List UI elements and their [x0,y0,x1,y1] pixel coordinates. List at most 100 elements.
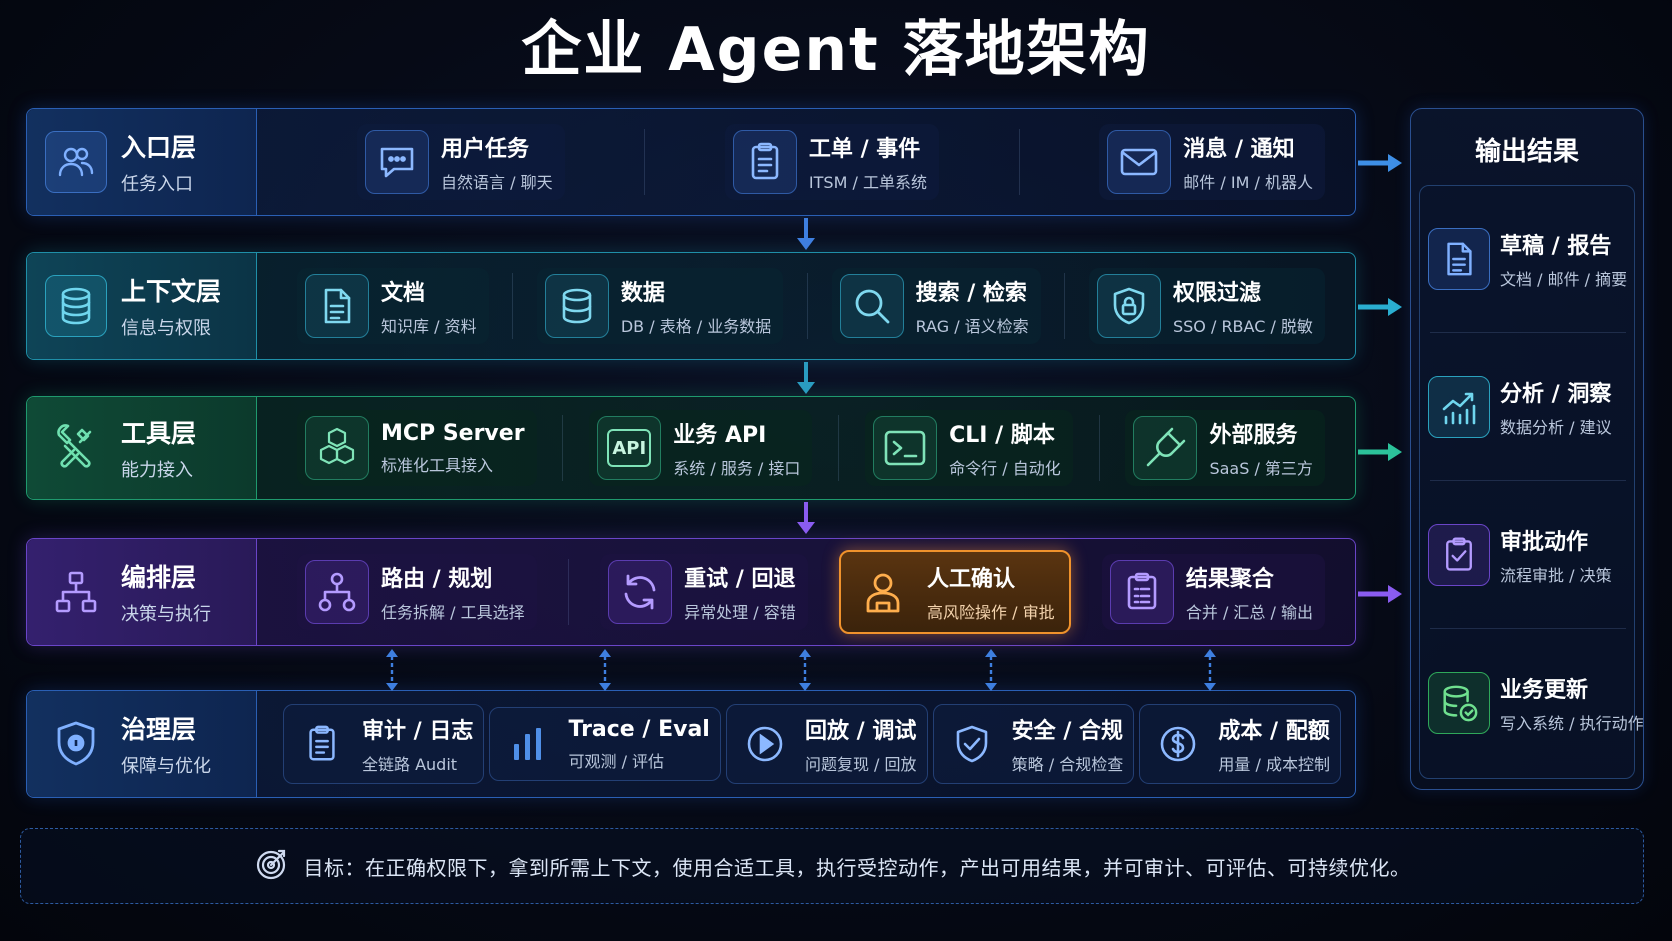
bidirectional-arrow [985,649,997,691]
item-search: 搜索 / 检索 RAG / 语义检索 [831,268,1041,344]
item-aggregate: 结果聚合合并 / 汇总 / 输出 [1101,554,1325,630]
bidirectional-arrow [799,649,811,691]
clipboard-icon [732,130,797,194]
item-replay: 回放 / 调试问题复现 / 回放 [725,704,928,784]
layer-label-orchestration: 编排层 决策与执行 [27,539,257,645]
separator [1098,415,1100,481]
checklist-icon [1109,560,1174,624]
item-sub: 自然语言 / 聊天 [441,173,553,192]
item-mcp-server: MCP Server 标准化工具接入 [297,410,537,486]
item-sub: 高风险操作 / 审批 [927,603,1055,622]
output-item-sub: 数据分析 / 建议 [1500,418,1612,437]
item-human-confirm: 人工确认高风险操作 / 审批 [839,550,1071,634]
page-title: 企业 Agent 落地架构 [521,15,1151,85]
item-retry: 重试 / 回退异常处理 / 容错 [600,554,808,630]
item-sub: 任务拆解 / 工具选择 [381,603,525,622]
separator [838,415,840,481]
down-arrow [797,502,815,534]
api-icon: API [597,416,662,480]
dollar-icon [1150,716,1206,772]
layer-name: 上下文层 [121,277,222,306]
person-icon [851,560,915,624]
item-sub: ITSM / 工单系统 [808,173,927,192]
bar-chart-icon [500,716,556,772]
separator [1018,129,1020,195]
item-sub: RAG / 语义检索 [915,317,1029,336]
output-item-approval: 审批动作流程审批 / 决策 [1420,482,1636,628]
goal-box: 目标：在正确权限下，拿到所需上下文，使用合适工具，执行受控动作，产出可用结果，并… [20,828,1644,904]
separator [806,273,808,339]
layer-name: 编排层 [121,563,197,592]
output-item-sub: 写入系统 / 执行动作 [1500,714,1644,733]
item-name: 文档 [381,281,426,306]
api-icon-label: API [607,429,652,467]
layer-sub: 信息与权限 [121,318,211,339]
cubes-icon [305,416,369,480]
right-arrow [1358,154,1402,172]
plug-icon [1133,416,1198,480]
item-sub: 全链路 Audit [362,755,458,774]
output-list: 草稿 / 报告文档 / 邮件 / 摘要 分析 / 洞察数据分析 / 建议 审批动… [1419,185,1644,779]
bidirectional-arrow [1204,649,1216,691]
item-cli: CLI / 脚本命令行 / 自动化 [865,410,1073,486]
output-item-name: 分析 / 洞察 [1500,382,1612,407]
bidirectional-arrow [599,649,611,691]
output-item-update: 业务更新写入系统 / 执行动作 [1420,630,1644,776]
layer-label-governance: 治理层 保障与优化 [27,691,257,797]
search-icon [839,274,904,338]
shield-check-icon [944,716,1000,772]
goal-text: 目标：在正确权限下，拿到所需上下文，使用合适工具，执行受控动作，产出可用结果，并… [303,855,1411,880]
separator [644,129,646,195]
chat-icon [365,130,429,194]
mail-icon [1107,130,1172,194]
layer-sub: 决策与执行 [121,604,211,625]
item-name: 搜索 / 检索 [915,281,1027,306]
item-sub: 策略 / 合规检查 [1011,755,1124,774]
document-icon [1428,228,1490,290]
item-message: 消息 / 通知邮件 / IM / 机器人 [1099,124,1325,200]
item-name: CLI / 脚本 [949,423,1055,448]
item-name: Trace / Eval [568,716,710,742]
layer-sub: 能力接入 [121,460,193,481]
item-sub: 用量 / 成本控制 [1218,755,1330,774]
output-item-draft: 草稿 / 报告文档 / 邮件 / 摘要 [1420,186,1636,332]
item-sub: 问题复现 / 回放 [804,755,917,774]
layer-sub: 任务入口 [121,174,193,195]
item-name: 工单 / 事件 [808,137,921,162]
clipboard-check-icon [1428,524,1490,586]
route-icon [305,560,369,624]
output-item-name: 草稿 / 报告 [1500,234,1612,259]
down-arrow [797,362,815,394]
item-sub: 系统 / 服务 / 接口 [673,459,801,478]
item-name: 安全 / 合规 [1011,719,1124,744]
item-audit: 审计 / 日志全链路 Audit [283,704,485,784]
item-sub: 命令行 / 自动化 [949,459,1061,478]
users-icon [45,131,107,193]
line-chart-icon [1428,376,1490,438]
item-cost: 成本 / 配额用量 / 成本控制 [1139,704,1341,784]
output-item-sub: 流程审批 / 决策 [1500,566,1612,585]
layer-orchestration: 编排层 决策与执行 路由 / 规划任务拆解 / 工具选择 重试 / 回退异常处理… [26,538,1356,646]
item-sub: 知识库 / 资料 [381,317,477,336]
divider [1430,628,1626,629]
separator [562,415,564,481]
down-arrow [797,218,815,250]
document-icon [305,274,369,338]
terminal-icon [873,416,938,480]
output-item-name: 审批动作 [1500,530,1589,555]
item-sub: 标准化工具接入 [381,455,494,475]
output-panel: 输出结果 草稿 / 报告文档 / 邮件 / 摘要 分析 / 洞察数据分析 / 建… [1410,108,1644,790]
item-sub: SSO / RBAC / 脱敏 [1172,317,1313,336]
layer-name: 治理层 [121,715,197,744]
separator [1064,273,1066,339]
clipboard-icon [294,716,350,772]
item-name: MCP Server [381,420,525,446]
item-name: 路由 / 规划 [381,567,493,592]
item-sub: 合并 / 汇总 / 输出 [1185,603,1313,622]
item-name: 人工确认 [927,567,1016,592]
hierarchy-icon [45,561,107,623]
item-routing: 路由 / 规划任务拆解 / 工具选择 [297,554,537,630]
output-item-name: 业务更新 [1500,678,1589,703]
layer-name: 入口层 [121,133,197,162]
